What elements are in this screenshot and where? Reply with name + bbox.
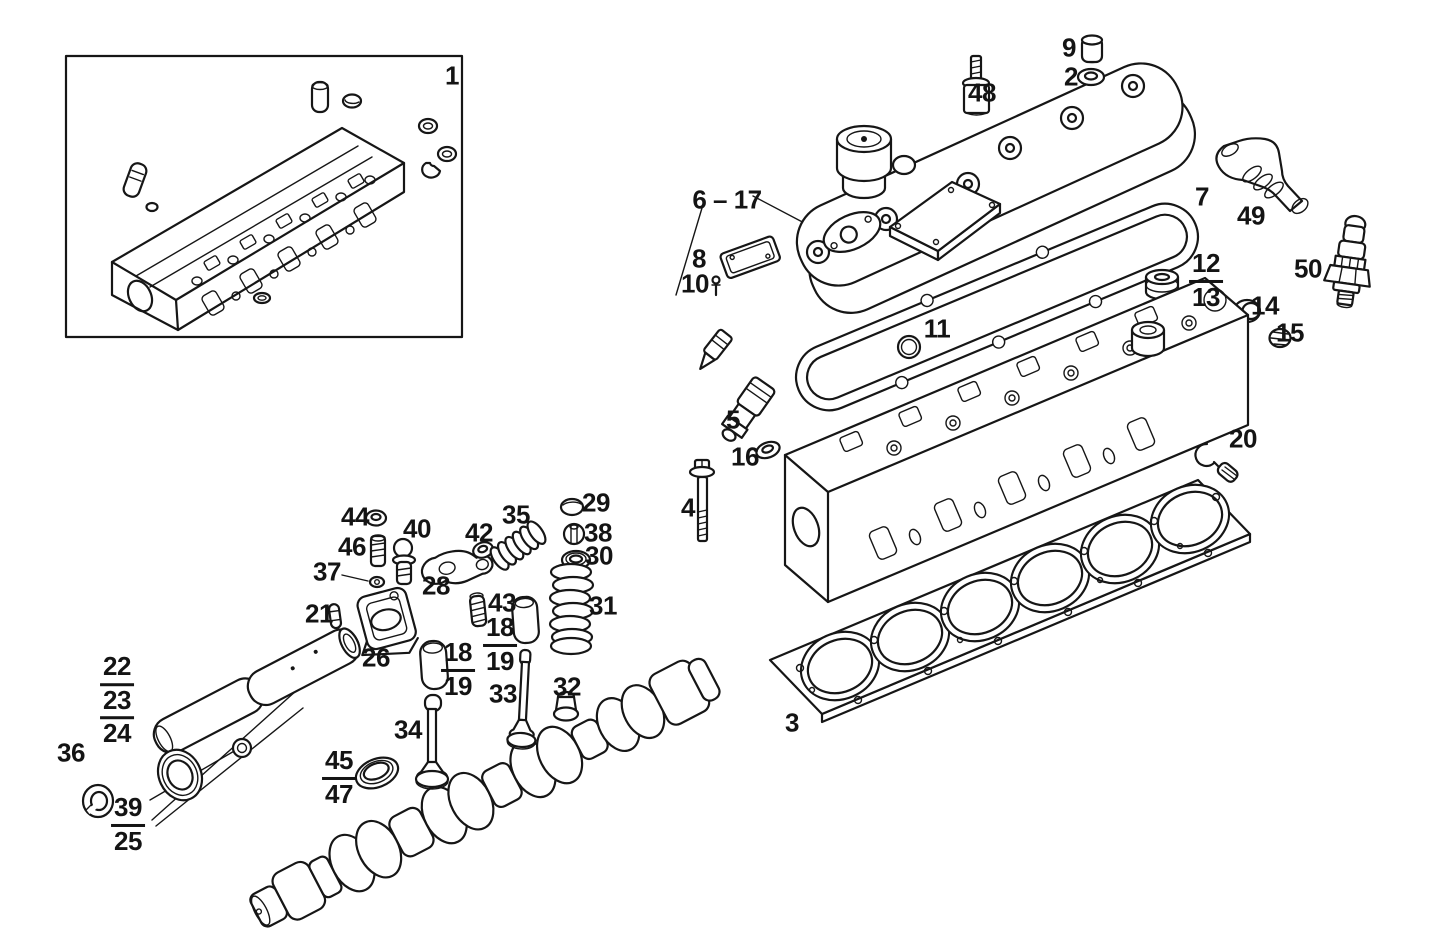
inset-cylinder-head [110,80,458,332]
cap-nut-9 [1080,34,1104,64]
cylinder-head [783,276,1250,604]
rocker-arm-28 [420,549,494,585]
ball-stud-40 [391,537,417,586]
valve-33 [506,648,537,750]
ring-39 [231,737,253,759]
cover-oval-pad [822,211,882,253]
bolt-4 [688,458,716,543]
screw-10 [711,275,721,297]
rocker-shaft-rear [246,627,361,707]
bolt-48 [961,54,991,116]
seal-ring-11 [896,334,922,360]
cover-plate [888,180,1002,262]
washers-22-23-24 [156,748,204,802]
camshaft [249,657,721,928]
nut-42 [472,541,494,559]
valve-cotters-38 [562,522,586,546]
plug-15 [1268,327,1292,349]
gasket-bores [799,483,1231,702]
washer-2 [1076,67,1106,87]
leader-lines [149,195,811,827]
washer-37 [368,575,386,589]
washer-16 [755,440,781,460]
tappet-bucket-18-19-b [419,639,449,691]
grommet-12-13 [1144,268,1180,301]
snap-ring-36 [81,783,115,819]
adjusting-screw-46 [369,534,387,568]
breather-cap [835,124,917,200]
valve-34 [414,693,450,790]
glow-plug-tip [699,328,733,371]
glow-plug-5 [721,376,776,442]
bearing-bracket-26 [356,586,419,657]
seal-ring-45-47 [354,756,400,790]
spring-35 [489,520,547,571]
head-tower-boss [1130,320,1166,358]
inset-box [64,54,464,339]
breather-elbow-49 [1215,137,1309,215]
sensor-50 [1323,214,1371,309]
inset-loose-parts [122,80,458,305]
hook-fitting-20 [1194,442,1239,483]
valve-cover [795,62,1197,314]
plate-8 [719,235,781,280]
screw-43 [468,592,488,628]
head-gasket [768,478,1252,724]
cover-bosses [805,73,1146,265]
tappet-bucket-18-19-a [511,595,540,645]
gasket-bolt-holes [795,492,1221,705]
valve-cap-29 [559,497,585,517]
valve-stem-seal-32 [552,690,580,722]
pin-21 [327,603,343,630]
nut-44 [364,509,388,527]
valve-spring-31 [548,562,595,656]
